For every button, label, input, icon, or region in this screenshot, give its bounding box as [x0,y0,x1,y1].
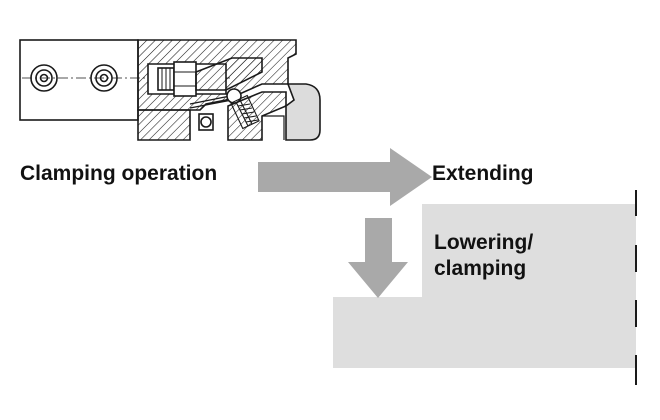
lowering-clamping-label: Lowering/ clamping [434,230,533,282]
clamping-jaw [285,83,321,141]
lowering-label-line1: Lowering/ [434,231,534,254]
lowering-label-line2: clamping [434,257,527,280]
spring-icon [235,99,259,127]
workpiece-shape [333,204,636,368]
clamping-operation-label: Clamping operation [20,162,218,185]
lower-arrow [348,218,408,298]
extending-label: Extending [432,162,534,185]
clamp-mechanism-drawing [19,39,321,141]
pin-icon [226,88,242,104]
extend-arrow [258,148,432,206]
